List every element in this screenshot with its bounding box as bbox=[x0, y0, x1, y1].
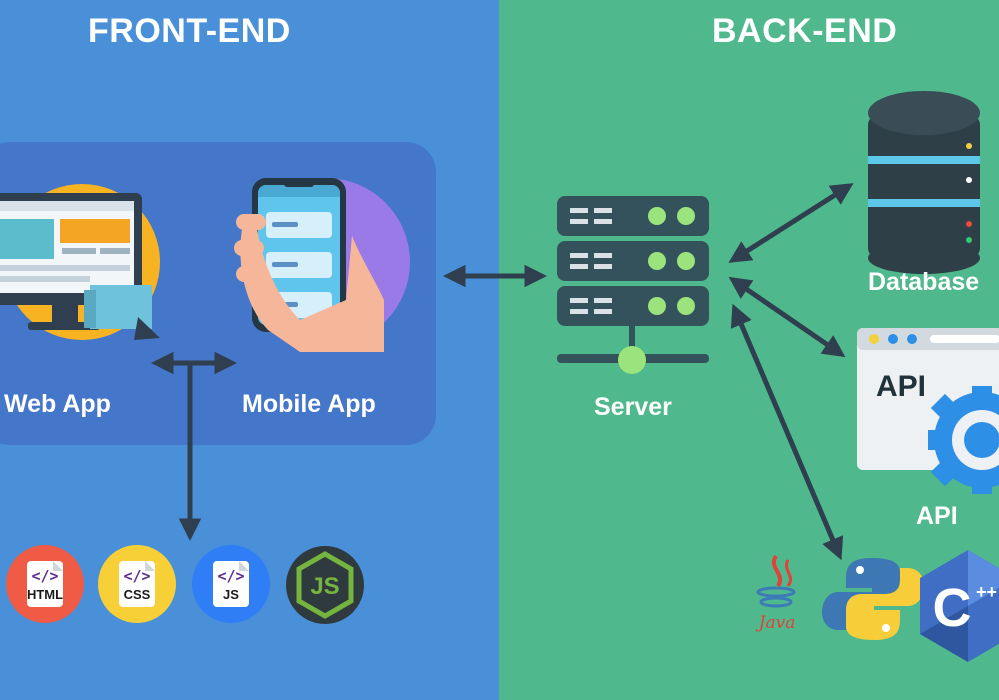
css-file-icon: </> CSS bbox=[119, 561, 155, 607]
back-end-title: BACK-END bbox=[712, 12, 898, 50]
java-icon bbox=[756, 554, 796, 608]
java-label: Java bbox=[756, 613, 796, 633]
api-window-text: API bbox=[876, 370, 926, 403]
front-end-title: FRONT-END bbox=[88, 12, 291, 50]
api-label: API bbox=[916, 502, 958, 530]
nodejs-icon: JS bbox=[286, 546, 364, 624]
html-file-icon: </> HTML bbox=[27, 561, 63, 607]
css-label: CSS bbox=[123, 586, 151, 602]
js-code-glyph: </> bbox=[217, 566, 245, 585]
js-file-icon: </> JS bbox=[213, 561, 249, 607]
web-app-label: Web App bbox=[4, 390, 111, 418]
server-label: Server bbox=[594, 393, 672, 421]
js-label: JS bbox=[223, 586, 239, 602]
mobile-app-label: Mobile App bbox=[242, 390, 376, 418]
server-languages-arrow bbox=[730, 303, 844, 561]
database-icon bbox=[868, 91, 980, 274]
server-api-arrow bbox=[728, 276, 846, 358]
database-label: Database bbox=[868, 268, 980, 296]
server-database-arrow bbox=[728, 183, 854, 263]
api-icon bbox=[857, 328, 999, 494]
mobile-app-icon bbox=[234, 178, 410, 352]
cpp-icon bbox=[920, 550, 999, 662]
cpp-suffix: ++ bbox=[976, 582, 997, 602]
html-label: HTML bbox=[26, 586, 64, 602]
css-tech-icon: </> CSS bbox=[98, 545, 176, 623]
svg-text:JS: JS bbox=[310, 573, 339, 600]
js-tech-icon: </> JS bbox=[192, 545, 270, 623]
server-icon bbox=[557, 196, 709, 374]
html-code-glyph: </> bbox=[31, 566, 59, 585]
cpp-glyph: C bbox=[933, 578, 972, 638]
css-code-glyph: </> bbox=[123, 566, 151, 585]
html-tech-icon: </> HTML bbox=[6, 545, 84, 623]
web-app-icon bbox=[0, 184, 160, 340]
python-icon bbox=[822, 558, 924, 640]
